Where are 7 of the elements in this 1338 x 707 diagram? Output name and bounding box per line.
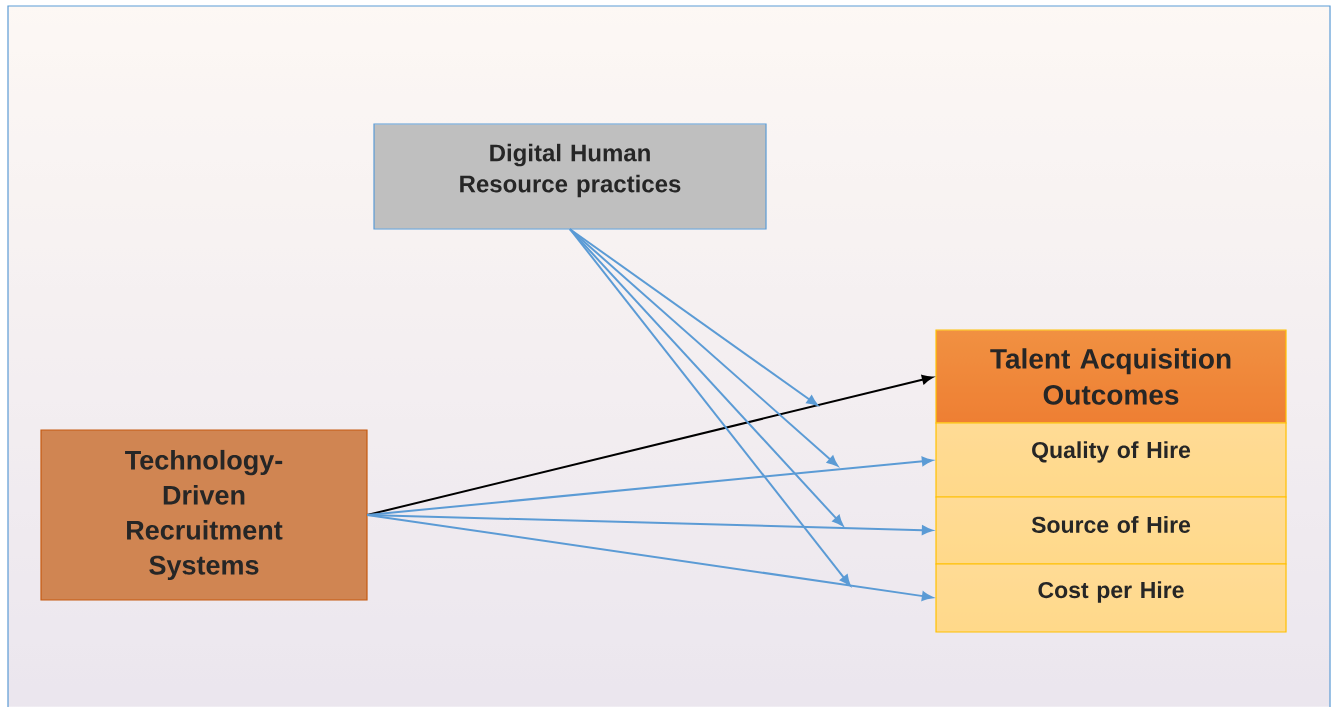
header-box: Talent Acquisition Outcomes [935, 329, 1287, 424]
factor-box: Digital Human Resource practices [373, 123, 767, 230]
arrow [569, 228, 818, 406]
outcome-box: Quality of Hire [935, 422, 1287, 498]
factor-box: Technology-Driven Recruitment Systems [40, 429, 368, 601]
outcome-box: Cost per Hire [935, 563, 1287, 633]
outcome-box: Source of Hire [935, 496, 1287, 565]
